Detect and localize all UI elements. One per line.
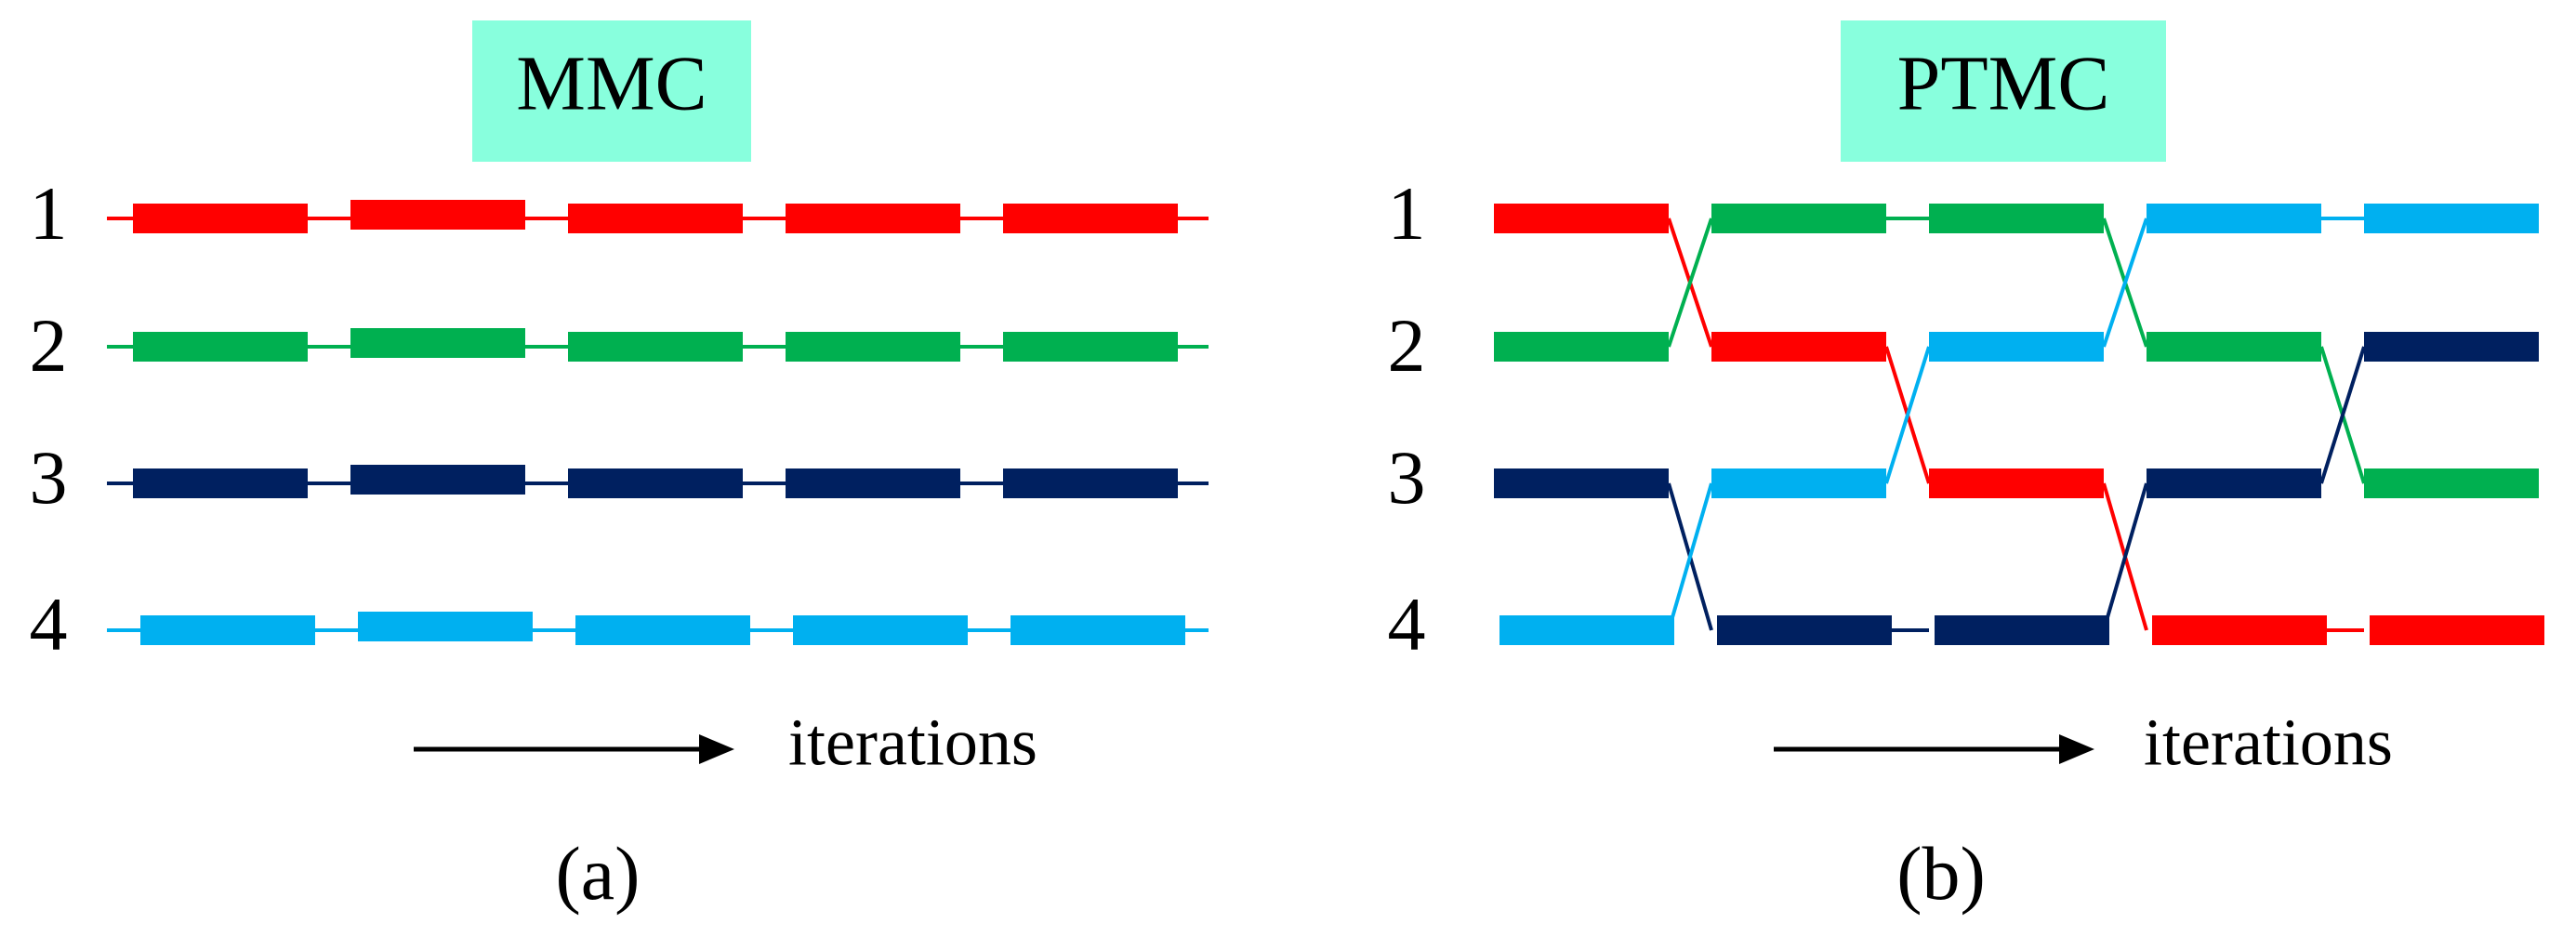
panel-b-axis-label: iterations	[2144, 706, 2393, 780]
panel-b-row-4-block-3	[1935, 615, 2109, 645]
panel-b-connector-navy-4	[2319, 346, 2366, 484]
panel-a-lane-3-block-2	[350, 465, 525, 495]
panel-b-row-4-block-2	[1717, 615, 1892, 645]
panel-b-caption: (b)	[1896, 831, 1986, 916]
panel-b-row-4-block-4	[2152, 615, 2327, 645]
panel-a-axis-label: iterations	[788, 706, 1037, 780]
panel-a-title-box	[472, 20, 751, 162]
panel-a-lane-1-block-3	[568, 204, 743, 233]
panel-a-row-label-2: 2	[30, 303, 68, 388]
panel-b-arrow-head	[2059, 734, 2094, 764]
panel-b-iterations-arrow	[1774, 734, 2094, 764]
panel-b-row-3-block-4	[2147, 468, 2321, 498]
panel-a-lane-3-block-3	[568, 468, 743, 498]
panel-b-row-2-block-1	[1494, 332, 1669, 362]
panel-b-row-2-block-5	[2364, 332, 2539, 362]
panel-b-connector-navy-3	[2102, 482, 2148, 631]
panel-a-lane-3-block-1	[133, 468, 308, 498]
panel-a-iterations-arrow	[414, 734, 734, 764]
panel-a-lane-4-block-1	[140, 615, 315, 645]
panel-b: PTMC 1 2 3 4 iterations (b)	[1388, 20, 2544, 916]
panel-b-row-3-block-2	[1711, 468, 1886, 498]
panel-b-row-1-block-1	[1494, 204, 1669, 233]
panel-b-row-label-3: 3	[1388, 435, 1426, 520]
panel-a-caption: (a)	[555, 831, 640, 916]
panel-a-lanes	[107, 200, 1209, 645]
panel-a-row-label-4: 4	[30, 582, 68, 666]
panel-a-row-label-1: 1	[30, 171, 68, 256]
panel-a-lane-2-block-5	[1003, 332, 1178, 362]
panel-a-lane-4-block-5	[1011, 615, 1185, 645]
panel-b-row-label-4: 4	[1388, 582, 1426, 666]
panel-a-lane-3-block-4	[786, 468, 960, 498]
panel-b-row-2-block-3	[1929, 332, 2104, 362]
panel-b-row-1-block-2	[1711, 204, 1886, 233]
panel-a-lane-3-block-5	[1003, 468, 1178, 498]
panel-b-row-2-block-4	[2147, 332, 2321, 362]
panel-a-lane-2-block-1	[133, 332, 308, 362]
panel-b-row-label-2: 2	[1388, 303, 1426, 388]
panel-a: MMC 1 2 3 4 iterations (a)	[30, 20, 1209, 916]
panel-a-lane-1-block-1	[133, 204, 308, 233]
panel-a-arrow-head	[699, 734, 734, 764]
panel-b-row-2-block-2	[1711, 332, 1886, 362]
panel-b-row-1-block-3	[1929, 204, 2104, 233]
panel-a-lane-1-block-2	[350, 200, 525, 230]
panel-b-row-label-1: 1	[1388, 171, 1426, 256]
panel-b-title: PTMC	[1897, 40, 2110, 126]
panel-b-connector-cyan-3	[2102, 218, 2148, 348]
panel-a-lane-1-block-4	[786, 204, 960, 233]
panel-b-row-3-block-1	[1494, 468, 1669, 498]
panel-b-lanes	[1494, 204, 2544, 645]
panel-b-row-1-block-5	[2364, 204, 2539, 233]
panel-b-row-1-block-4	[2147, 204, 2321, 233]
panel-b-row-4-block-5	[2370, 615, 2544, 645]
panel-b-row-3-block-5	[2364, 468, 2539, 498]
panel-a-lane-2-block-4	[786, 332, 960, 362]
panel-a-title: MMC	[516, 40, 707, 126]
panel-a-lane-1-block-5	[1003, 204, 1178, 233]
panel-a-lane-2-block-3	[568, 332, 743, 362]
panel-b-title-box	[1841, 20, 2166, 162]
panel-b-row-3-block-3	[1929, 468, 2104, 498]
panel-a-row-label-3: 3	[30, 435, 68, 520]
panel-b-connector-green-1	[1667, 218, 1713, 348]
panel-b-connector-cyan-2	[1884, 346, 1931, 484]
panel-b-connector-cyan-1	[1667, 482, 1713, 631]
panel-a-lane-4-block-2	[358, 612, 533, 641]
panel-a-lane-2-block-2	[350, 328, 525, 358]
panel-b-row-4-block-1	[1499, 615, 1674, 645]
panel-a-lane-4-block-4	[793, 615, 968, 645]
panel-a-lane-4-block-3	[575, 615, 750, 645]
